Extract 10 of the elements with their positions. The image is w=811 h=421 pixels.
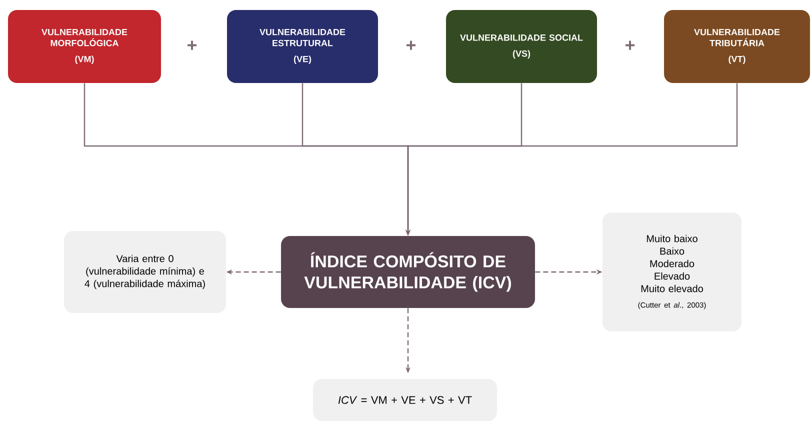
plus-sign: + bbox=[406, 40, 416, 50]
plus-sign: + bbox=[626, 40, 635, 50]
index-box: ÍNDICE COMPÓSITO DE VULNERABILIDADE (ICV) bbox=[281, 236, 535, 308]
component-box: VULNERABILIDADE SOCIAL (VS) bbox=[446, 10, 597, 83]
formula-box: ICV = VM + VE + VS + VT bbox=[313, 379, 497, 421]
component-box: VULNERABILIDADE TRIBUTÁRIA (VT) bbox=[664, 10, 810, 83]
note-box: Varia entre 0 (vulnerabilidade mínima) e 4 (vulnerabilidade máxima) bbox=[64, 231, 226, 313]
plus-sign: + bbox=[188, 40, 197, 50]
component-box: VULNERABILIDADE MORFOLÓGICA (VM) bbox=[8, 10, 161, 83]
component-box: VULNERABILIDADE ESTRUTURAL (VE) bbox=[227, 10, 378, 83]
